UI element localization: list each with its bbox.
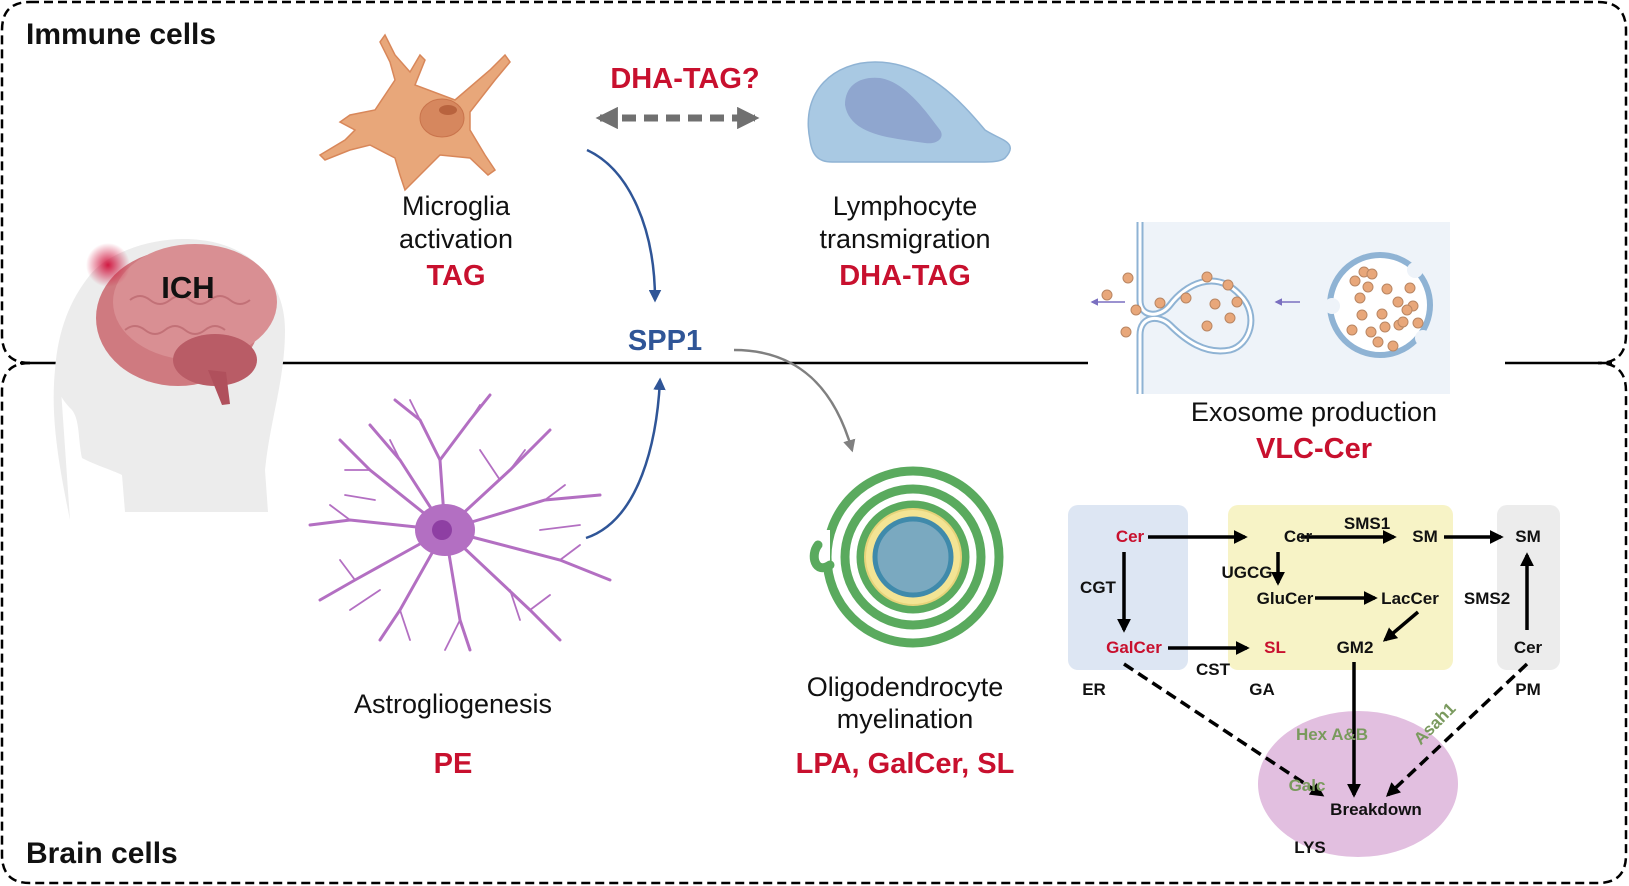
node-er-galcer: GalCer <box>1106 638 1162 657</box>
arrow-pm-cer-to-breakdown <box>1385 662 1529 797</box>
node-ga-glucer: GluCer <box>1256 589 1314 608</box>
astrocyte-cell-icon <box>308 393 612 652</box>
brain-icon <box>86 243 277 405</box>
node-ga-sm: SM <box>1412 527 1438 546</box>
astrocyte-lipid: PE <box>433 748 473 780</box>
exosome-label: Exosome production <box>1190 397 1438 427</box>
ich-label: ICH <box>161 270 215 305</box>
compartment-lys-label: LYS <box>1294 838 1326 857</box>
microglia-to-spp1-arrow <box>586 148 662 303</box>
microglia-label-line1: Microglia <box>401 191 511 221</box>
exosome-lipid: VLC-Cer <box>1255 433 1373 465</box>
immune-cells-section-title: Immune cells <box>26 18 217 51</box>
oligodendrocyte-myelin-icon <box>800 466 1004 648</box>
enzyme-ugcg: UGCG <box>1221 563 1273 582</box>
compartment-pm-label: PM <box>1515 680 1541 699</box>
enzyme-cst: CST <box>1196 660 1230 679</box>
oligodendrocyte-label-line1: Oligodendrocyte <box>806 672 1004 702</box>
node-er-cer: Cer <box>1115 527 1145 546</box>
compartment-er-label: ER <box>1082 680 1106 699</box>
microglia-label-line2: activation <box>398 224 514 254</box>
brain-cells-section-title: Brain cells <box>26 837 178 870</box>
lymphocyte-cell-icon <box>807 61 1012 163</box>
crosstalk-lipid-label: DHA-TAG? <box>610 63 760 95</box>
exosome-illustration <box>1090 222 1450 394</box>
enzyme-sms1: SMS1 <box>1343 514 1391 533</box>
enzyme-cgt: CGT <box>1080 578 1116 597</box>
node-breakdown: Breakdown <box>1330 800 1422 819</box>
spp1-to-oligodendrocyte-arrow <box>733 348 856 453</box>
lymphocyte-label-line1: Lymphocyte <box>832 191 978 221</box>
oligodendrocyte-label-line2: myelination <box>836 704 974 734</box>
oligodendrocyte-lipids: LPA, GalCer, SL <box>795 748 1015 780</box>
hemorrhage-spot <box>86 243 130 287</box>
node-pm-sm: SM <box>1515 527 1541 546</box>
enzyme-hex-ab: Hex A&B <box>1295 725 1369 744</box>
node-pm-cer: Cer <box>1513 638 1543 657</box>
astrocyte-label: Astrogliogenesis <box>353 689 553 719</box>
node-ga-sl: SL <box>1264 638 1286 657</box>
spp1-label: SPP1 <box>627 325 703 357</box>
node-ga-gm2: GM2 <box>1336 638 1374 657</box>
er-compartment <box>1068 505 1188 670</box>
node-ga-laccer: LacCer <box>1381 589 1439 608</box>
pathway-arrows <box>1117 530 1534 798</box>
arrow-laccer-to-gm2 <box>1382 610 1420 642</box>
astrocyte-to-spp1-arrow <box>585 377 666 540</box>
microglia-lipid: TAG <box>426 260 486 292</box>
microglia-cell-icon <box>318 33 511 192</box>
brain-cells-section-border <box>0 361 1628 885</box>
enzyme-galc: Galc <box>1288 776 1326 795</box>
compartment-ga-label: GA <box>1249 680 1275 699</box>
node-ga-cer: Cer <box>1283 527 1313 546</box>
immune-cells-section-border <box>0 0 1628 365</box>
lymphocyte-label-line2: transmigration <box>819 224 991 254</box>
enzyme-sms2: SMS2 <box>1463 589 1511 608</box>
arrow-galcer-to-breakdown <box>1123 662 1325 797</box>
lymphocyte-lipid: DHA-TAG <box>839 260 971 292</box>
